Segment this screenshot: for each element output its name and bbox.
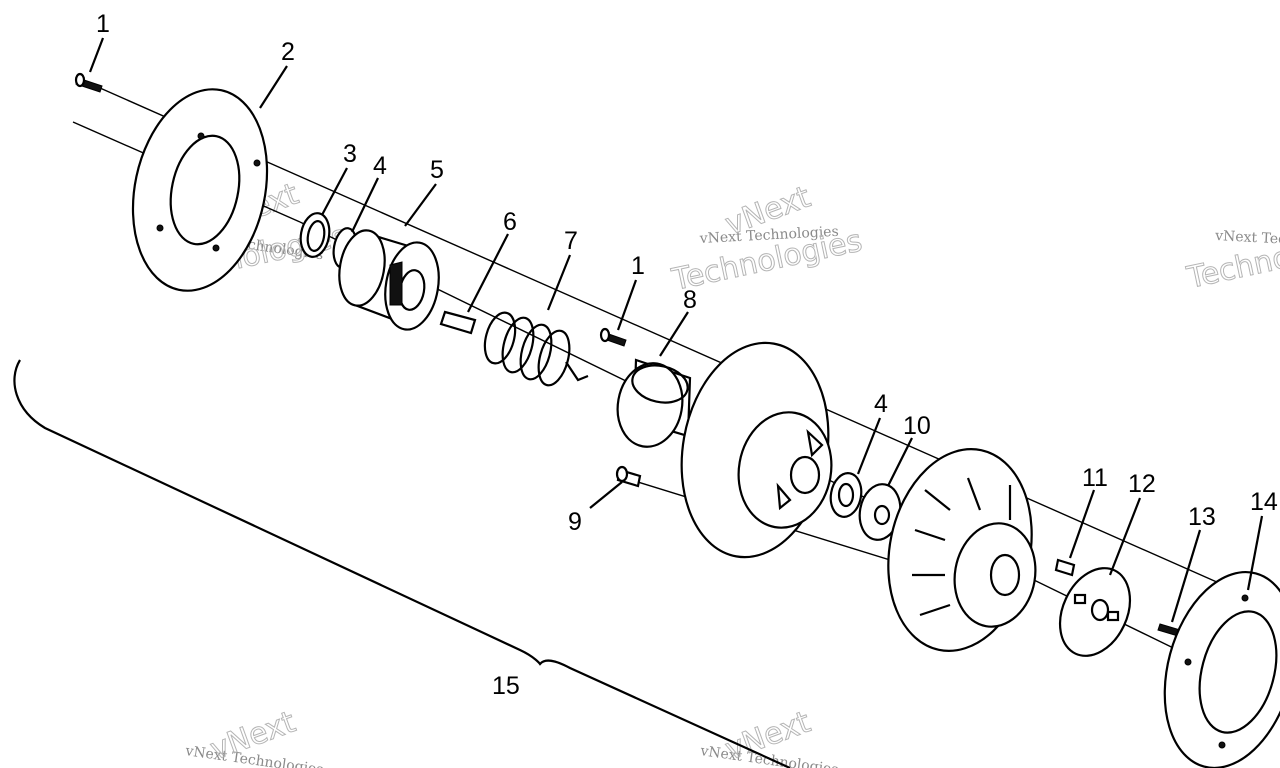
key-part-6 — [439, 310, 477, 335]
bolt-head — [615, 465, 629, 483]
spring-tang — [565, 361, 589, 382]
leader-line-3 — [321, 167, 348, 216]
screw-head — [74, 72, 86, 88]
callout-1b: 1 — [631, 252, 645, 280]
key — [439, 310, 477, 335]
bolt-part-9 — [615, 465, 642, 488]
leader-line-8 — [659, 311, 689, 357]
cover-hole — [1218, 741, 1226, 749]
thrust-washer-inner — [873, 504, 891, 526]
cover-plate-hole — [197, 132, 205, 140]
callout-4: 4 — [373, 152, 387, 180]
sheave-fin — [919, 603, 951, 617]
callouts: 1 2 3 4 5 6 7 1 8 4 10 9 11 12 13 14 15 — [96, 10, 1278, 700]
callout-7: 7 — [564, 227, 578, 255]
callout-11: 11 — [1082, 464, 1108, 492]
pin — [1054, 558, 1076, 577]
washer — [829, 472, 863, 518]
leader-line-5 — [404, 183, 437, 227]
leader-line-11 — [1068, 489, 1096, 559]
spacer-plate-part-12 — [1058, 567, 1132, 657]
screw-part-1 — [599, 327, 627, 347]
sheave-bore — [789, 455, 821, 495]
cover-plate-hole — [212, 244, 220, 252]
spring-coil — [537, 329, 571, 387]
cover-plate-hole — [253, 159, 261, 167]
pin-part-11 — [1054, 558, 1076, 577]
sheave-hub — [737, 411, 833, 529]
axis-line-upper — [99, 87, 1280, 611]
leader-line-1 — [88, 37, 105, 73]
leader-line-4 — [351, 177, 379, 233]
leader-line-14 — [1246, 515, 1264, 591]
spring-part-7 — [483, 311, 589, 387]
sheave-fin — [966, 477, 982, 511]
leader-line-12 — [1108, 497, 1142, 576]
spacer-plate — [1058, 567, 1132, 657]
callout-14: 14 — [1250, 488, 1278, 516]
callout-1: 1 — [96, 10, 110, 38]
sheave-slot — [806, 428, 824, 458]
spring-coil — [519, 323, 553, 381]
watermark: vNext Technologies — [698, 224, 839, 247]
spacer-plate-slot — [1073, 593, 1087, 605]
screw-part-1 — [74, 72, 103, 93]
callout-9: 9 — [568, 508, 582, 536]
cover-plate-hole — [156, 224, 164, 232]
cover-part-14 — [1163, 570, 1280, 768]
leader-line-1b — [616, 279, 638, 331]
sheave-slot — [776, 482, 792, 511]
washer-part-4 — [829, 472, 863, 518]
washer-inner — [837, 482, 855, 508]
callout-6: 6 — [503, 208, 517, 236]
cover-inner — [1198, 610, 1278, 734]
callout-10: 10 — [903, 412, 931, 440]
leader-line-7 — [546, 254, 572, 311]
cover-plate-inner — [169, 134, 241, 246]
callout-2: 2 — [281, 38, 295, 66]
callout-5: 5 — [430, 156, 444, 184]
watermark-text: vNext Technologies — [698, 224, 839, 247]
leader-line-9 — [589, 481, 623, 509]
leader-line-13 — [1170, 529, 1202, 623]
fixed-sheave-bore — [989, 553, 1021, 597]
spider-part-5 — [338, 229, 440, 331]
bushing-part-8 — [616, 358, 692, 448]
spacer-plate-slot — [1106, 610, 1120, 622]
leader-line-6 — [467, 233, 509, 313]
spring-coil — [483, 311, 517, 365]
callout-3: 3 — [343, 140, 357, 168]
assembly-brace-15 — [13, 359, 791, 768]
leader-lines — [88, 37, 1264, 623]
cover-plate-part-2 — [131, 88, 269, 292]
bushing-rim — [631, 364, 689, 404]
sheave-fin — [914, 528, 946, 542]
sheave-fin — [924, 489, 951, 511]
spider-face — [338, 229, 386, 307]
cover-outer — [1163, 570, 1280, 768]
spider-shading — [389, 261, 403, 306]
callout-15: 15 — [492, 672, 520, 700]
spring-coil — [501, 316, 535, 374]
cover-hole — [1241, 594, 1249, 602]
spacer-plate-center — [1090, 598, 1110, 622]
callout-13: 13 — [1188, 503, 1216, 531]
leader-line-10 — [887, 437, 913, 487]
leader-line-4b — [856, 417, 882, 475]
screw-head — [599, 327, 611, 343]
snap-ring-part-3 — [299, 212, 331, 258]
moveable-sheave — [680, 341, 833, 559]
callout-12: 12 — [1128, 470, 1156, 498]
callout-8: 8 — [683, 286, 697, 314]
cover-hole — [1184, 658, 1192, 666]
fixed-sheave — [887, 448, 1037, 652]
snap-ring-inner — [306, 220, 326, 252]
callout-4b: 4 — [874, 390, 888, 418]
leader-line-2 — [259, 65, 288, 109]
